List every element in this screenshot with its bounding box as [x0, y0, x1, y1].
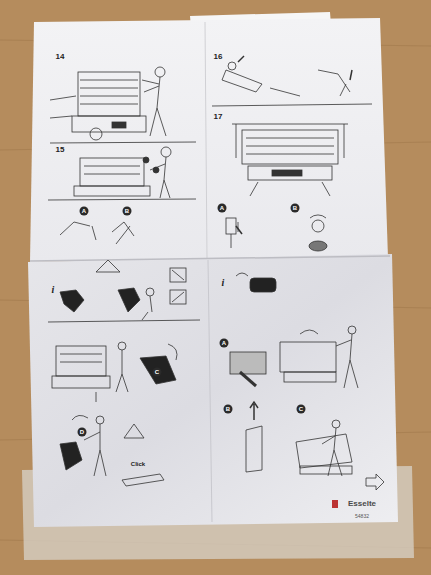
step-number: 14 — [56, 53, 65, 61]
illustrations — [48, 56, 384, 490]
step-number: 15 — [56, 146, 65, 154]
step-number: 16 — [214, 53, 223, 61]
callout-letter: B — [123, 207, 132, 216]
page-edge — [30, 256, 390, 261]
callout-letter: C — [297, 405, 306, 414]
fold-line — [205, 22, 207, 258]
callout-letter: A — [80, 207, 89, 216]
upper-page — [30, 18, 388, 262]
callout-letter: A — [218, 204, 227, 213]
sound-label: Click — [131, 461, 145, 467]
brand-logo — [332, 500, 338, 508]
callout-letter: D — [78, 428, 87, 437]
callout-letter: C — [153, 368, 162, 377]
info-mark: i — [222, 278, 225, 288]
brand-name: Esselte — [348, 500, 376, 508]
info-mark: i — [52, 285, 55, 295]
callout-letter: B — [291, 204, 300, 213]
step-number: 17 — [214, 113, 223, 121]
fold-line — [208, 260, 212, 522]
callout-letter: A — [220, 339, 229, 348]
product-code: 54832 — [355, 514, 369, 519]
callout-letter: B — [224, 405, 233, 414]
lower-page — [28, 254, 398, 527]
